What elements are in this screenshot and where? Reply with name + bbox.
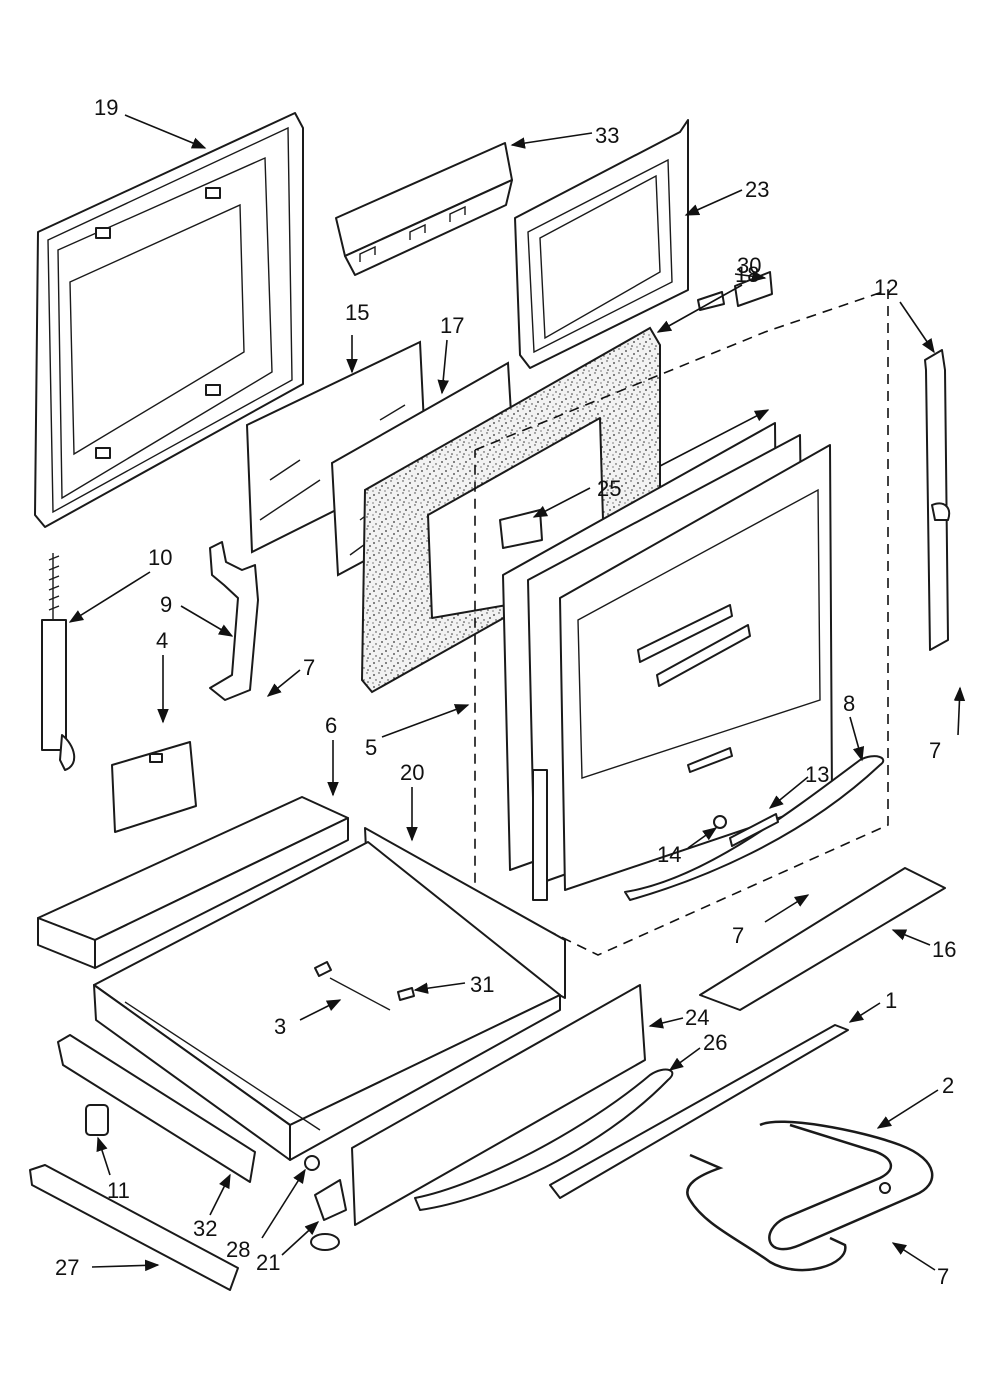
callout-10: 10 xyxy=(148,545,172,570)
callout-28: 28 xyxy=(226,1237,250,1262)
leveler-foot xyxy=(304,1155,347,1251)
side-rail xyxy=(57,1034,256,1183)
callout-33: 33 xyxy=(595,123,619,148)
drawer-front-panel xyxy=(351,984,646,1226)
bake-element xyxy=(686,1120,934,1272)
callout-26: 26 xyxy=(703,1030,727,1055)
callout-6: 6 xyxy=(325,713,337,738)
vent-bracket xyxy=(924,349,951,651)
callout-8: 8 xyxy=(843,691,855,716)
callout-9: 9 xyxy=(160,592,172,617)
door-liner-assembly xyxy=(499,422,833,901)
callout-18: 18 xyxy=(735,262,759,287)
leader-lines xyxy=(68,114,966,1272)
callout-14: 14 xyxy=(657,842,681,867)
drawer-body xyxy=(93,827,566,1161)
callout-13: 13 xyxy=(805,762,829,787)
callout-12: 12 xyxy=(874,275,898,300)
callout-labels: 19 33 23 18 15 17 30 12 25 10 9 4 7 7 5 … xyxy=(55,95,956,1289)
bottom-rail xyxy=(29,1164,239,1291)
callout-16: 16 xyxy=(932,937,956,962)
door-vent-panel xyxy=(335,142,513,276)
callout-2: 2 xyxy=(942,1073,954,1098)
callout-20: 20 xyxy=(400,760,424,785)
door-badge xyxy=(713,813,779,847)
callout-7-trim: 7 xyxy=(732,923,744,948)
callout-21: 21 xyxy=(256,1250,280,1275)
bottom-trim-strip xyxy=(699,867,946,1011)
callout-7-element: 7 xyxy=(937,1264,949,1289)
callout-27: 27 xyxy=(55,1255,79,1280)
callout-7-handle: 7 xyxy=(303,655,315,680)
leveling-leg xyxy=(85,1104,109,1136)
callout-31: 31 xyxy=(470,972,494,997)
callout-4: 4 xyxy=(156,628,168,653)
callout-32: 32 xyxy=(193,1216,217,1241)
callout-3: 3 xyxy=(274,1014,286,1039)
door-hinge xyxy=(41,553,76,771)
callout-17: 17 xyxy=(440,313,464,338)
callout-19: 19 xyxy=(94,95,118,120)
element-rail xyxy=(549,1024,849,1199)
callout-24: 24 xyxy=(685,1005,709,1030)
inner-door-frame xyxy=(514,119,689,369)
callout-30: 30 xyxy=(737,253,761,278)
callout-7-bracket: 7 xyxy=(929,738,941,763)
callout-5: 5 xyxy=(365,735,377,760)
handle-bracket xyxy=(209,541,259,701)
callout-15: 15 xyxy=(345,300,369,325)
storage-tray xyxy=(37,796,349,969)
drawer-sensor xyxy=(314,961,415,1011)
door-handle-trim xyxy=(624,755,885,901)
callout-25: 25 xyxy=(597,476,621,501)
outer-door-panel xyxy=(34,112,304,528)
callout-11: 11 xyxy=(107,1178,130,1203)
callout-1: 1 xyxy=(885,988,897,1013)
access-plate xyxy=(111,741,197,833)
callout-23: 23 xyxy=(745,177,769,202)
